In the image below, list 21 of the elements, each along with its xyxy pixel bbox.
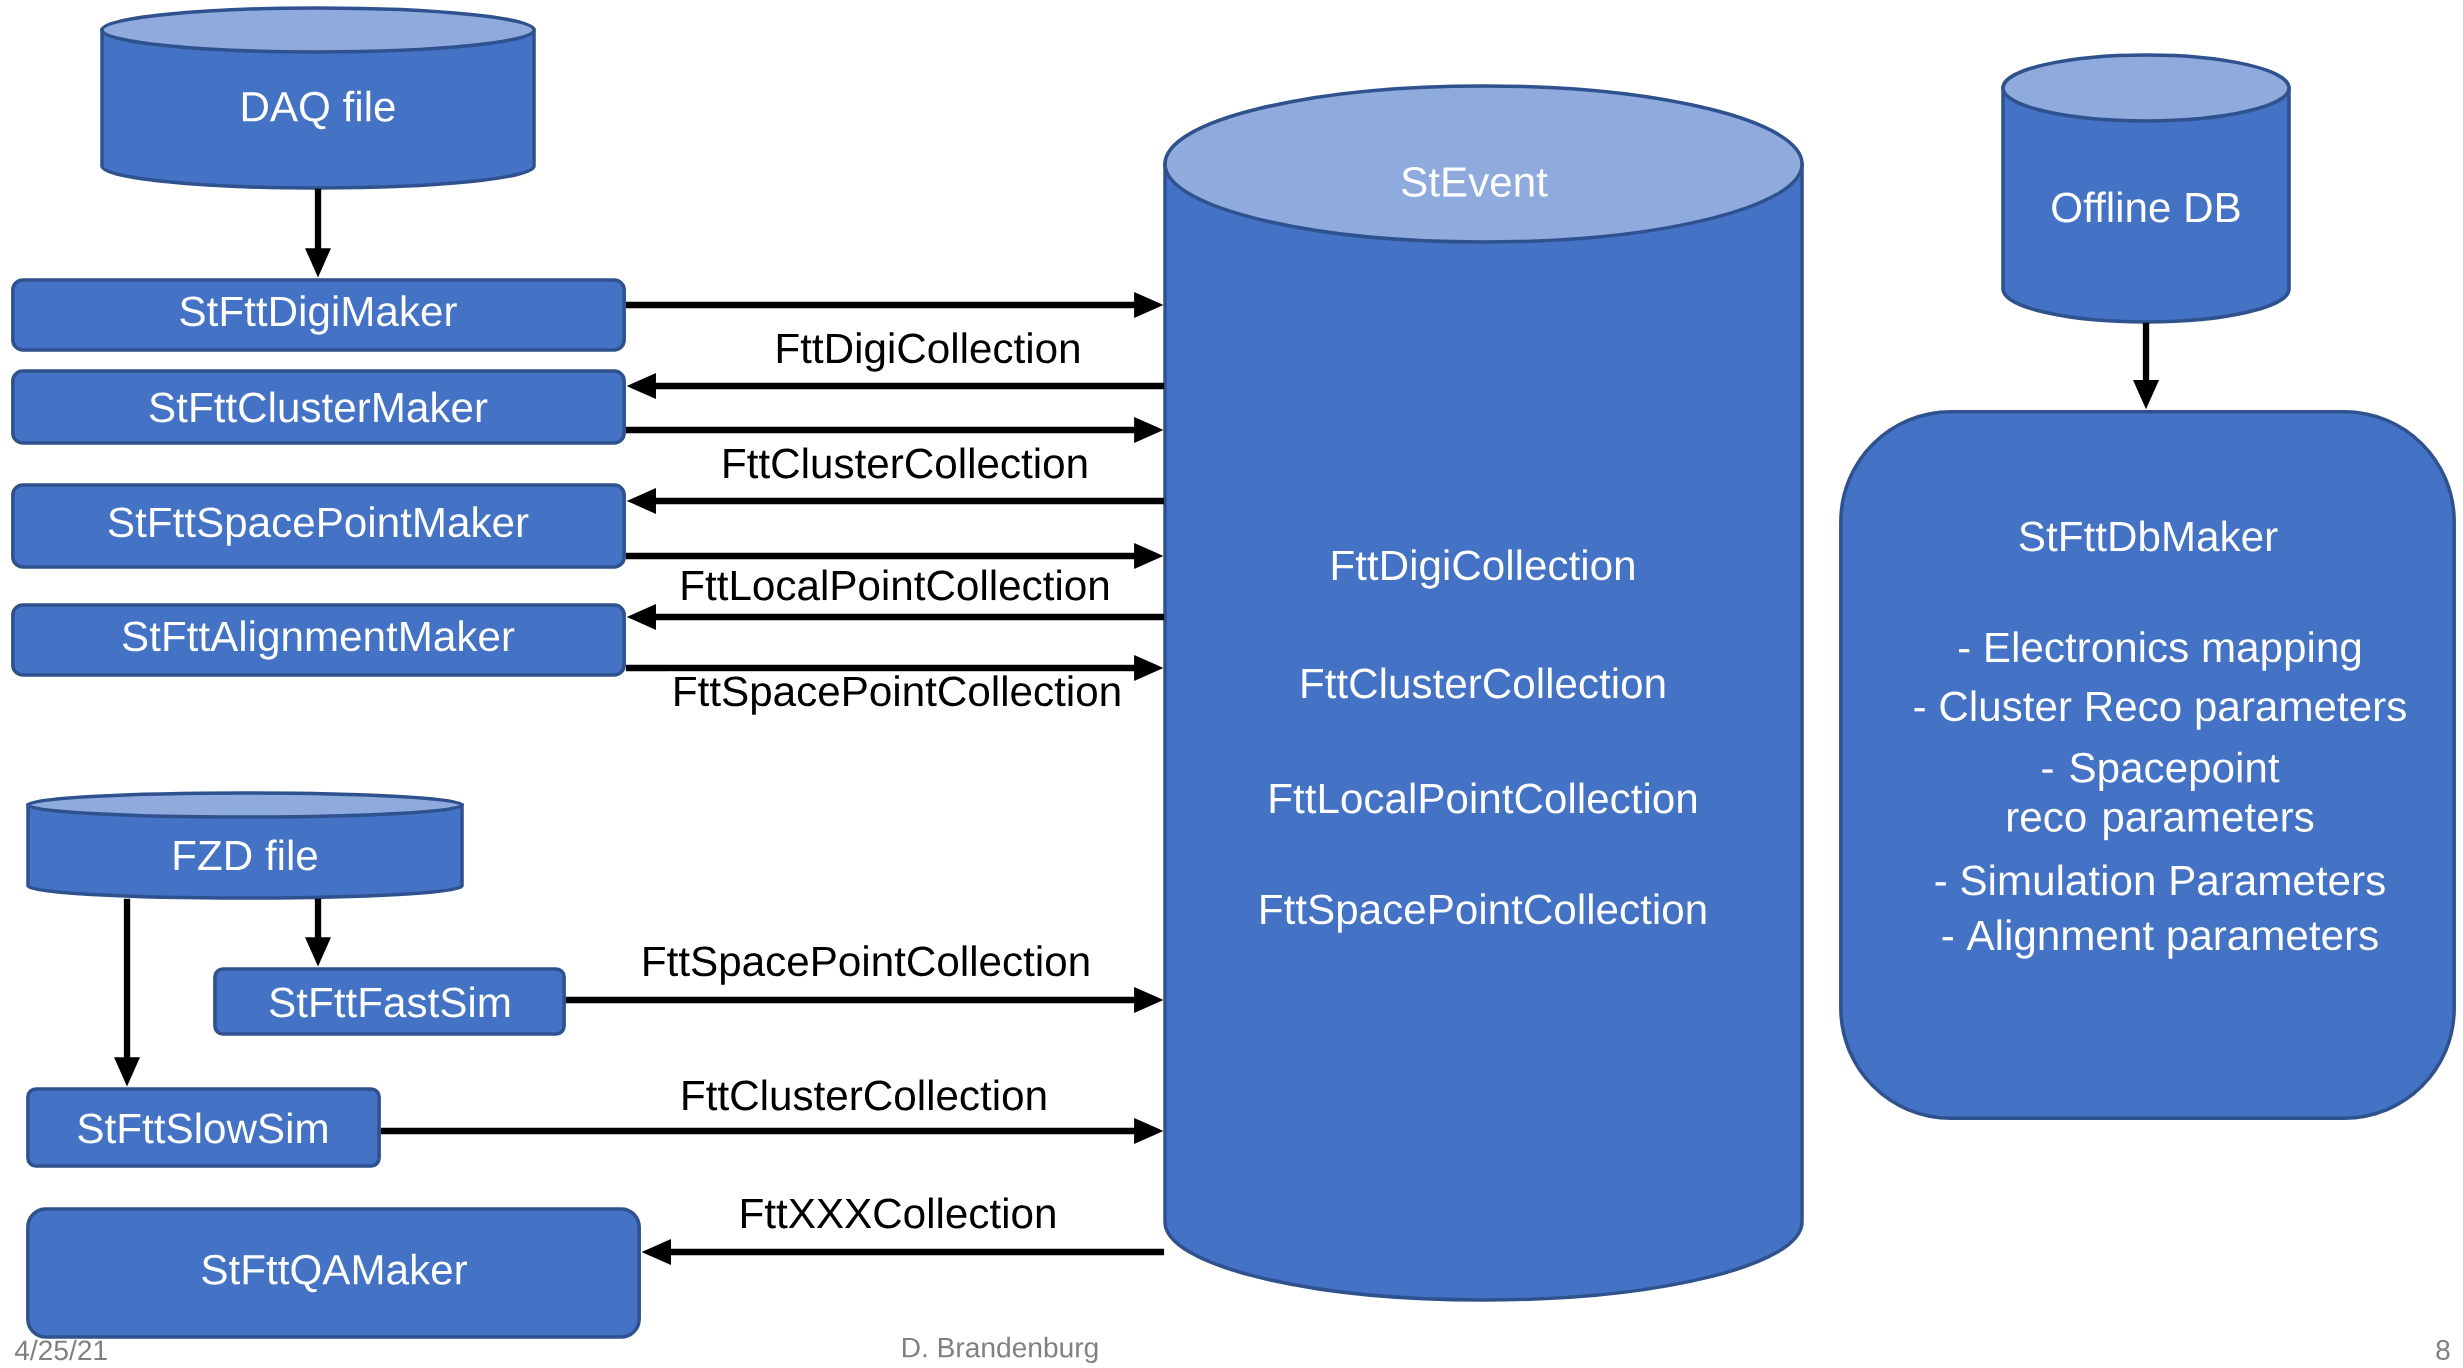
footer-text: D. Brandenburg [903, 1336, 1098, 1364]
cylinder: FZD file [26, 791, 464, 900]
process-box: StFttQAMaker [26, 1207, 641, 1339]
edge-label: FttClusterCollection [676, 1076, 1052, 1114]
edge-label: FttSpacePointCollection [668, 671, 1126, 719]
process-box: StFttFastSim [213, 967, 566, 1036]
rounded-box: StFttDbMaker - Electronics mapping - Cluster Reco parameters - Spacepoint reco parameters - Simulation Parameters - Alignment parameters [1839, 410, 2456, 1120]
edge-label: FttXXXCollection [735, 1194, 1061, 1232]
cylinder: Offline DB [2001, 53, 2291, 324]
edge-label: FttSpacePointCollection [637, 941, 1095, 989]
process-box: StFttAlignmentMaker [11, 603, 626, 677]
process-box: StFttClusterMaker [11, 369, 626, 445]
footer-text: 8 [2436, 1340, 2450, 1360]
edge-label: FttClusterCollection [717, 444, 1093, 482]
process-box: StFttSpacePointMaker [11, 483, 626, 569]
cylinder: StEvent FttDigiCollection FttClusterCollection FttLocalPointCollection FttSpacePointCollection [1163, 84, 1804, 1302]
cylinder: DAQ file [100, 6, 536, 190]
process-box: StFttSlowSim [26, 1087, 381, 1168]
process-box: StFttDigiMaker [11, 278, 626, 352]
edge-label: FttLocalPointCollection [675, 566, 1115, 604]
edge-label: FttDigiCollection [770, 328, 1086, 376]
